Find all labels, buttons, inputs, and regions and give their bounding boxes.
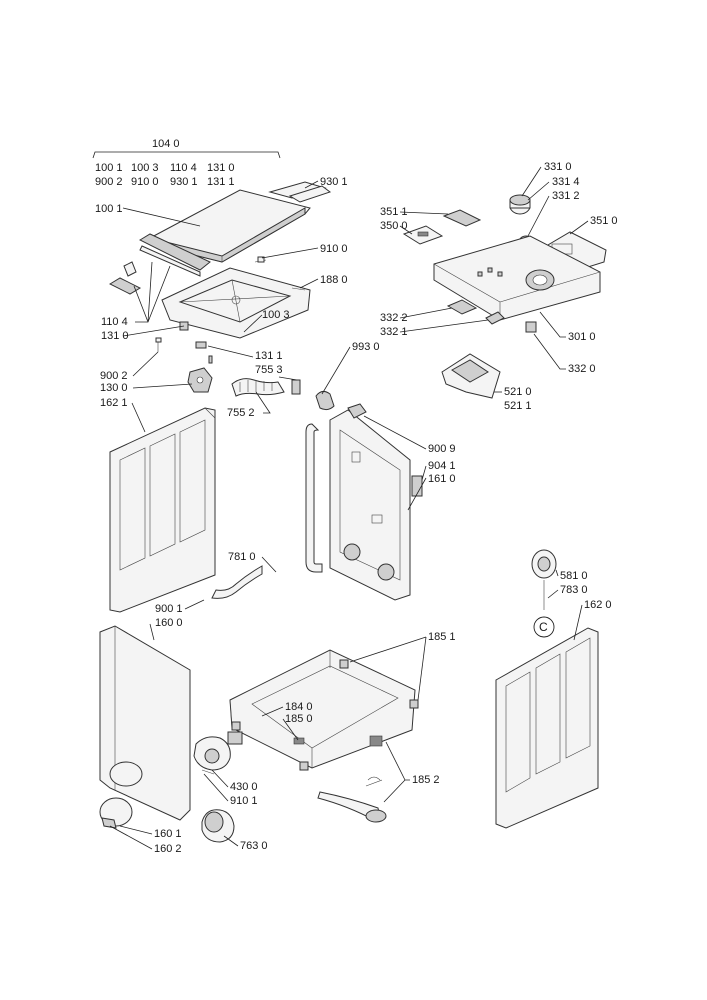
bracket-130-0-part <box>187 367 213 393</box>
door-part <box>99 797 133 829</box>
right-side-panel-part <box>495 627 599 829</box>
label-581-0: 581 0 <box>560 570 588 582</box>
top-frame-part <box>161 267 311 339</box>
label-group-r2-c2: 910 0 <box>131 176 159 188</box>
label-900-2: 900 2 <box>100 370 128 382</box>
label-160-2: 160 2 <box>154 843 182 855</box>
label-783-0: 783 0 <box>560 584 588 596</box>
front-panel-part <box>99 625 191 821</box>
label-group-r1-c3: 110 4 <box>170 162 197 174</box>
label-900-1: 900 1 <box>155 603 183 615</box>
board-351-1-part <box>442 209 482 227</box>
label-100-1: 100 1 <box>95 203 123 215</box>
label-184-0: 184 0 <box>285 701 313 713</box>
c-symbol-label: C <box>539 620 548 634</box>
front-strip-part <box>138 233 211 277</box>
label-331-4: 331 4 <box>552 176 580 188</box>
pulley-581-part <box>531 549 557 610</box>
inlet-hose-part <box>211 390 335 599</box>
label-185-1: 185 1 <box>428 631 456 643</box>
label-351-1: 351 1 <box>380 206 408 218</box>
label-131-1: 131 1 <box>255 350 283 362</box>
label-group-r1-c1: 100 1 <box>95 162 123 174</box>
label-332-0: 332 0 <box>568 363 596 375</box>
label-100-3: 100 3 <box>262 309 290 321</box>
label-group-r2-c3: 930 1 <box>170 176 198 188</box>
label-350-0: 350 0 <box>380 220 408 232</box>
label-521-0: 521 0 <box>504 386 532 398</box>
leader-lines <box>109 166 589 850</box>
label-group-r2-c1: 900 2 <box>95 176 123 188</box>
group-bracket-104 <box>92 151 281 159</box>
label-group-r1-c4: 131 0 <box>207 162 235 174</box>
board-350-0-part <box>402 225 444 245</box>
label-351-0: 351 0 <box>590 215 618 227</box>
button-332-part <box>446 299 537 333</box>
label-group-r1-c2: 100 3 <box>131 162 159 174</box>
label-104-0: 104 0 <box>152 138 180 150</box>
label-910-1: 910 1 <box>230 795 258 807</box>
label-763-0: 763 0 <box>240 840 268 852</box>
label-430-0: 430 0 <box>230 781 258 793</box>
c-symbol <box>533 616 555 638</box>
label-332-2: 332 2 <box>380 312 408 324</box>
label-160-0: 160 0 <box>155 617 183 629</box>
label-160-1: 160 1 <box>154 828 182 840</box>
label-993-0: 993 0 <box>352 341 380 353</box>
label-301-0: 301 0 <box>568 331 596 343</box>
label-331-0: 331 0 <box>544 161 572 173</box>
left-side-panel-part <box>109 407 216 613</box>
label-185-2: 185 2 <box>412 774 440 786</box>
tray-521-part <box>441 353 501 399</box>
label-131-0: 131 0 <box>101 330 129 342</box>
label-group-r2-c4: 131 1 <box>207 176 235 188</box>
label-332-1: 332 1 <box>380 326 408 338</box>
label-188-0: 188 0 <box>320 274 348 286</box>
base-frame-part <box>229 649 419 771</box>
foot-parts <box>317 735 387 823</box>
label-161-0: 161 0 <box>428 473 456 485</box>
filter-part <box>201 809 235 843</box>
screw-parts <box>254 256 306 291</box>
label-755-2: 755 2 <box>227 407 255 419</box>
label-755-3: 755 3 <box>255 364 283 376</box>
label-521-1: 521 1 <box>504 400 532 412</box>
knob-331-part <box>509 194 531 215</box>
hinge-part <box>108 261 142 295</box>
label-185-0: 185 0 <box>285 713 313 725</box>
label-331-2: 331 2 <box>552 190 580 202</box>
label-110-4: 110 4 <box>101 316 128 328</box>
pump-part <box>193 731 243 775</box>
bellows-hose-part <box>231 378 301 397</box>
label-162-1: 162 1 <box>100 397 128 409</box>
label-904-1: 904 1 <box>428 460 456 472</box>
label-900-9: 900 9 <box>428 443 456 455</box>
rear-panel-part <box>329 403 423 601</box>
control-panel-301-0-part <box>433 235 601 321</box>
label-910-0: 910 0 <box>320 243 348 255</box>
label-162-0: 162 0 <box>584 599 612 611</box>
label-781-0: 781 0 <box>228 551 256 563</box>
plate-930-1-part <box>268 181 332 203</box>
label-930-1: 930 1 <box>320 176 348 188</box>
label-130-0: 130 0 <box>100 382 128 394</box>
